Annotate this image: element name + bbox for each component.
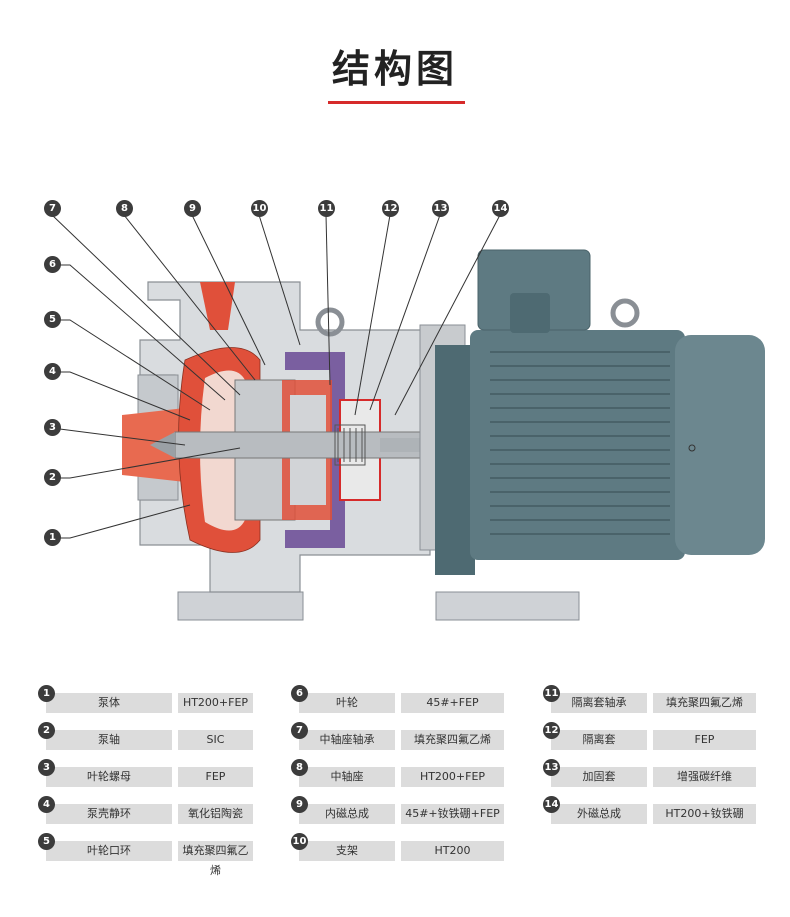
legend-num: 2 xyxy=(38,722,55,739)
title-underline xyxy=(328,101,465,104)
legend-name: 叶轮螺母 xyxy=(46,767,172,787)
legend-num: 3 xyxy=(38,759,55,776)
outlet-flow xyxy=(200,282,235,330)
legend-material: 45#+钕铁硼+FEP xyxy=(401,804,504,824)
legend-item-14: 14 外磁总成 HT200+钕铁硼 xyxy=(543,796,758,826)
legend-name: 支架 xyxy=(299,841,395,861)
legend-num: 8 xyxy=(291,759,308,776)
page-title: 结构图 xyxy=(331,47,458,91)
legend-item-4: 4 泵壳静环 氧化铝陶瓷 xyxy=(38,796,253,826)
legend-material: HT200+FEP xyxy=(178,693,253,713)
legend-material: HT200+FEP xyxy=(401,767,504,787)
motor-body xyxy=(470,330,685,560)
callout-5: 5 xyxy=(44,311,61,328)
legend-item-7: 7 中轴座轴承 填充聚四氟乙烯 xyxy=(291,722,506,752)
pump-foot xyxy=(177,591,304,621)
fan-cover xyxy=(675,335,765,555)
callout-13: 13 xyxy=(432,200,449,217)
legend-material: FEP xyxy=(653,730,756,750)
legend-item-10: 10 支架 HT200 xyxy=(291,833,506,863)
legend-num: 6 xyxy=(291,685,308,702)
legend-item-6: 6 叶轮 45#+FEP xyxy=(291,685,506,715)
lifting-eye-motor xyxy=(610,298,640,328)
legend-item-13: 13 加固套 增强碳纤维 xyxy=(543,759,758,789)
shaft-spring xyxy=(334,424,366,466)
callout-11: 11 xyxy=(318,200,335,217)
legend-num: 1 xyxy=(38,685,55,702)
callout-1: 1 xyxy=(44,529,61,546)
legend-num: 11 xyxy=(543,685,560,702)
legend-item-9: 9 内磁总成 45#+钕铁硼+FEP xyxy=(291,796,506,826)
legend-name: 内磁总成 xyxy=(299,804,395,824)
motor-flange xyxy=(435,345,475,575)
callout-2: 2 xyxy=(44,469,61,486)
legend-num: 9 xyxy=(291,796,308,813)
legend-material: HT200 xyxy=(401,841,504,861)
legend-name: 叶轮口环 xyxy=(46,841,172,861)
callout-3: 3 xyxy=(44,419,61,436)
legend-num: 5 xyxy=(38,833,55,850)
callout-8: 8 xyxy=(116,200,133,217)
callout-4: 4 xyxy=(44,363,61,380)
callout-12: 12 xyxy=(382,200,399,217)
legend-item-12: 12 隔离套 FEP xyxy=(543,722,758,752)
legend-material: 45#+FEP xyxy=(401,693,504,713)
legend-name: 加固套 xyxy=(551,767,647,787)
legend-material: 增强碳纤维 xyxy=(653,767,756,787)
legend-material: 填充聚四氟乙烯 xyxy=(653,693,756,713)
legend-num: 14 xyxy=(543,796,560,813)
callout-9: 9 xyxy=(184,200,201,217)
lifting-eye-pump xyxy=(315,307,345,337)
terminal-box-plate xyxy=(510,293,550,333)
callout-6: 6 xyxy=(44,256,61,273)
legend-num: 10 xyxy=(291,833,308,850)
legend-name: 隔离套轴承 xyxy=(551,693,647,713)
impeller-nut xyxy=(150,432,175,458)
legend-material: SIC xyxy=(178,730,253,750)
legend-name: 外磁总成 xyxy=(551,804,647,824)
legend-num: 4 xyxy=(38,796,55,813)
legend-name: 中轴座轴承 xyxy=(299,730,395,750)
ground-screw-icon xyxy=(688,444,696,452)
callout-10: 10 xyxy=(251,200,268,217)
legend-item-8: 8 中轴座 HT200+FEP xyxy=(291,759,506,789)
legend-material: 填充聚四氟乙烯 xyxy=(178,841,253,877)
bracket-foot xyxy=(435,591,580,621)
legend-num: 13 xyxy=(543,759,560,776)
legend-material: FEP xyxy=(178,767,253,787)
legend-item-3: 3 叶轮螺母 FEP xyxy=(38,759,253,789)
legend-material: 填充聚四氟乙烯 xyxy=(401,730,504,750)
legend-item-1: 1 泵体 HT200+FEP xyxy=(38,685,253,715)
legend-name: 泵轴 xyxy=(46,730,172,750)
legend-name: 泵壳静环 xyxy=(46,804,172,824)
callout-14: 14 xyxy=(492,200,509,217)
legend-num: 12 xyxy=(543,722,560,739)
legend-material: 氧化铝陶瓷 xyxy=(178,804,253,824)
legend-name: 中轴座 xyxy=(299,767,395,787)
legend-num: 7 xyxy=(291,722,308,739)
legend-material: HT200+钕铁硼 xyxy=(653,804,756,824)
legend-item-2: 2 泵轴 SIC xyxy=(38,722,253,752)
motor-fins xyxy=(490,351,670,535)
legend-name: 泵体 xyxy=(46,693,172,713)
legend-item-11: 11 隔离套轴承 填充聚四氟乙烯 xyxy=(543,685,758,715)
callout-7: 7 xyxy=(44,200,61,217)
legend-item-5: 5 叶轮口环 填充聚四氟乙烯 xyxy=(38,833,253,877)
legend-name: 隔离套 xyxy=(551,730,647,750)
legend-name: 叶轮 xyxy=(299,693,395,713)
